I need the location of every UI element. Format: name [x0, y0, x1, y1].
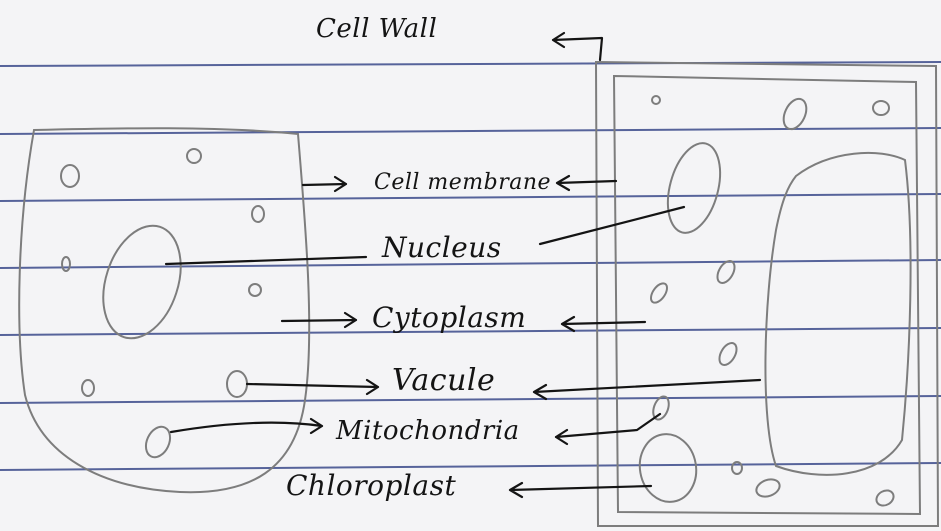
- pointer-lines: [164, 31, 762, 499]
- label-vacuole: Vacule: [392, 363, 496, 398]
- nucleus-line-right: [538, 205, 686, 246]
- label-cytoplasm: Cytoplasm: [372, 301, 527, 334]
- vacuole-arrow-right: [532, 378, 762, 401]
- animal-vacuole: [226, 370, 248, 398]
- ruled-lines: [0, 61, 941, 471]
- mitochondria-arrow-left: [169, 417, 324, 435]
- plant-nucleus: [666, 142, 722, 234]
- cytoplasm-arrow-left: [280, 311, 358, 329]
- animal-cell-membrane: [18, 127, 311, 494]
- membrane-arrow-left: [301, 175, 348, 193]
- animal-cell-nucleus: [102, 224, 182, 340]
- animal-mitochondria: [144, 425, 172, 459]
- cytoplasm-arrow-right: [560, 315, 647, 333]
- nucleus-line-left: [164, 255, 368, 266]
- label-mitochondria: Mitochondria: [336, 416, 520, 446]
- cell-wall-arrow: [551, 31, 604, 62]
- label-cell-membrane: Cell membrane: [374, 170, 552, 195]
- label-chloroplast: Chloroplast: [286, 469, 457, 502]
- plant-cell-drawing: [594, 60, 940, 527]
- plant-vacuole: [764, 151, 912, 476]
- label-cell-wall: Cell Wall: [316, 14, 438, 44]
- membrane-arrow-right: [555, 174, 618, 192]
- mitochondria-arrow-right: [554, 412, 662, 446]
- label-nucleus: Nucleus: [382, 231, 502, 264]
- plant-chloroplast: [638, 433, 698, 503]
- animal-cell-drawing: [18, 127, 311, 494]
- plant-cell-wall-inner: [612, 74, 922, 516]
- plant-mitochondria: [652, 395, 670, 421]
- plant-cell-wall-outer: [594, 60, 940, 527]
- vacuole-arrow-left: [245, 378, 380, 396]
- chloroplast-arrow-right: [508, 481, 653, 499]
